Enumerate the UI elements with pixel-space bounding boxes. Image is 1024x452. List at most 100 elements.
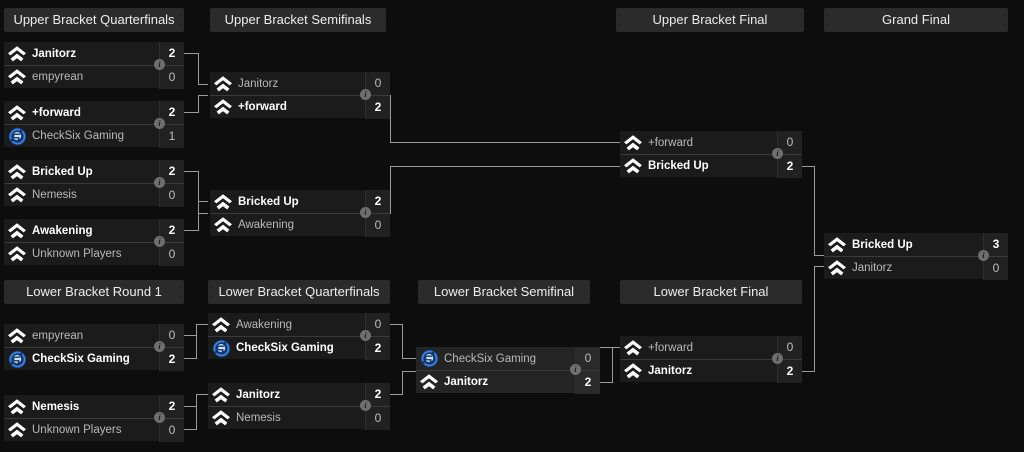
match-info-badge[interactable]: i	[154, 341, 165, 352]
connector-line	[390, 166, 620, 167]
connector-line	[402, 371, 403, 395]
match-info-badge[interactable]: i	[772, 353, 783, 364]
checksix-logo	[4, 125, 30, 148]
match-row[interactable]: +forward 0	[620, 131, 802, 154]
connector-line	[402, 324, 403, 359]
match-info-badge[interactable]: i	[154, 412, 165, 423]
match-info-badge[interactable]: i	[360, 207, 371, 218]
chevron-logo	[4, 66, 30, 89]
match-info-badge[interactable]: i	[360, 330, 371, 341]
team-name: Nemesis	[32, 189, 77, 201]
team-score: 0	[575, 347, 600, 370]
connector-line	[184, 335, 196, 336]
match-info-badge[interactable]: i	[360, 400, 371, 411]
team-name: Nemesis	[32, 400, 80, 413]
connector-line	[198, 171, 199, 202]
team-score: 0	[777, 131, 802, 154]
match-info-badge[interactable]: i	[154, 236, 165, 247]
match-info-badge[interactable]: i	[570, 364, 581, 375]
team-score: 0	[159, 324, 184, 347]
chevron-logo	[824, 257, 850, 280]
team-score: 0	[159, 418, 184, 442]
team-name: CheckSix Gaming	[444, 352, 537, 365]
team-name: +forward	[648, 136, 694, 149]
connector-line	[600, 382, 612, 383]
match-info-badge[interactable]: i	[360, 89, 371, 100]
round-header-ubqf: Upper Bracket Quarterfinals	[4, 8, 184, 32]
connector-line	[390, 394, 402, 395]
team-score: 0	[159, 65, 184, 89]
match-info-badge[interactable]: i	[978, 250, 989, 261]
team-name: +forward	[648, 341, 694, 354]
chevron-logo-svg	[8, 246, 26, 262]
connector-line	[612, 347, 620, 348]
connector-line	[198, 96, 199, 113]
match-info-badge[interactable]: i	[154, 59, 165, 70]
team-name: Janitorz	[238, 77, 279, 90]
team-name: Unknown Players	[32, 248, 122, 260]
team-name: CheckSix Gaming	[236, 342, 334, 354]
chevron-logo	[620, 360, 646, 383]
chevron-logo	[4, 184, 30, 207]
chevron-logo-svg	[8, 104, 26, 120]
team-score: 0	[159, 242, 184, 266]
round-header-ubsf: Upper Bracket Semifinals	[210, 8, 386, 32]
chevron-logo	[4, 324, 30, 347]
match-row[interactable]: Unknown Players 0	[4, 242, 184, 266]
connector-line	[802, 371, 814, 372]
chevron-logo-svg	[214, 99, 232, 115]
team-score: 0	[777, 336, 802, 359]
team-score: 3	[983, 233, 1008, 256]
connector-line	[184, 171, 198, 172]
connector-line	[196, 324, 197, 359]
match-info-badge[interactable]: i	[154, 177, 165, 188]
team-score: 2	[159, 160, 184, 183]
chevron-logo	[210, 96, 236, 119]
match-info-badge[interactable]: i	[772, 148, 783, 159]
match-row[interactable]: +forward 0	[620, 336, 802, 359]
match-info-badge[interactable]: i	[154, 118, 165, 129]
round-header-lbqf: Lower Bracket Quarterfinals	[208, 280, 390, 304]
match-row[interactable]: CheckSix Gaming 0	[416, 347, 600, 370]
team-name: Bricked Up	[648, 160, 709, 172]
team-name: Bricked Up	[238, 195, 299, 208]
